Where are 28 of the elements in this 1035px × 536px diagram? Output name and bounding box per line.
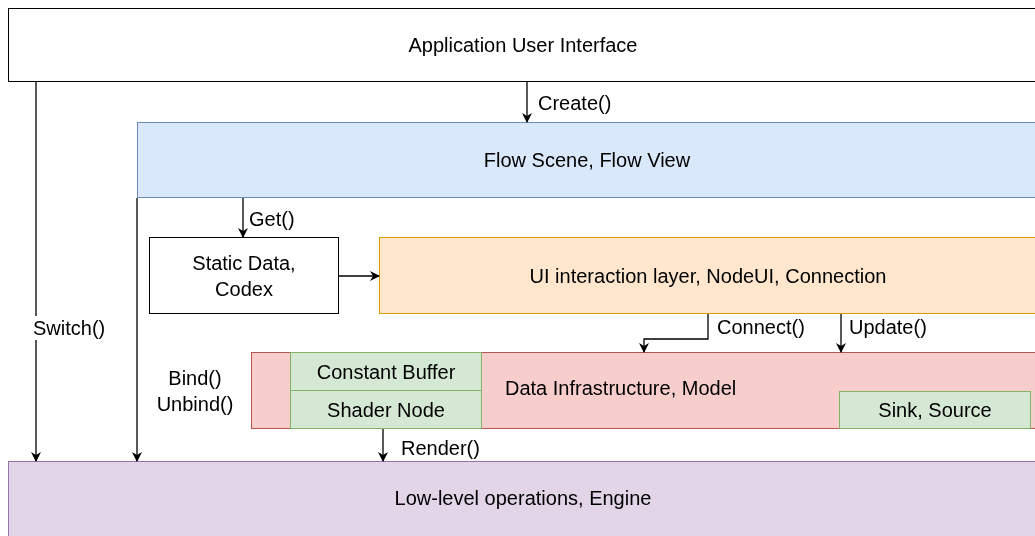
box-label: Data Infrastructure, Model bbox=[504, 375, 738, 401]
arrow bbox=[338, 271, 380, 281]
arrow bbox=[639, 313, 709, 353]
process-box bbox=[149, 237, 339, 314]
process-box bbox=[290, 390, 482, 429]
box-label: Sink, Source bbox=[877, 398, 993, 423]
arrow bbox=[132, 197, 142, 462]
arrow bbox=[31, 81, 41, 462]
process-box bbox=[8, 461, 1035, 536]
process-box bbox=[290, 352, 482, 391]
box-label: Low-level operations, Engine bbox=[393, 486, 653, 511]
process-box bbox=[251, 352, 1035, 429]
box-label: Application User Interface bbox=[407, 33, 639, 58]
arrow bbox=[238, 197, 248, 238]
box-label: Static Data, Codex bbox=[191, 250, 297, 302]
process-box bbox=[379, 237, 1035, 314]
process-box bbox=[137, 122, 1035, 198]
box-label: Constant Buffer bbox=[315, 359, 457, 385]
box-label: Flow Scene, Flow View bbox=[482, 148, 692, 173]
process-box bbox=[8, 8, 1035, 82]
box-label: UI interaction layer, NodeUI, Connection bbox=[528, 263, 888, 289]
box-label: Shader Node bbox=[326, 397, 446, 423]
method-label: Bind() Unbind() bbox=[155, 366, 235, 417]
process-box bbox=[839, 391, 1031, 429]
arrow bbox=[836, 313, 846, 353]
arrow bbox=[522, 81, 532, 123]
arrow bbox=[378, 428, 388, 462]
edge-label: Switch() bbox=[32, 316, 107, 340]
